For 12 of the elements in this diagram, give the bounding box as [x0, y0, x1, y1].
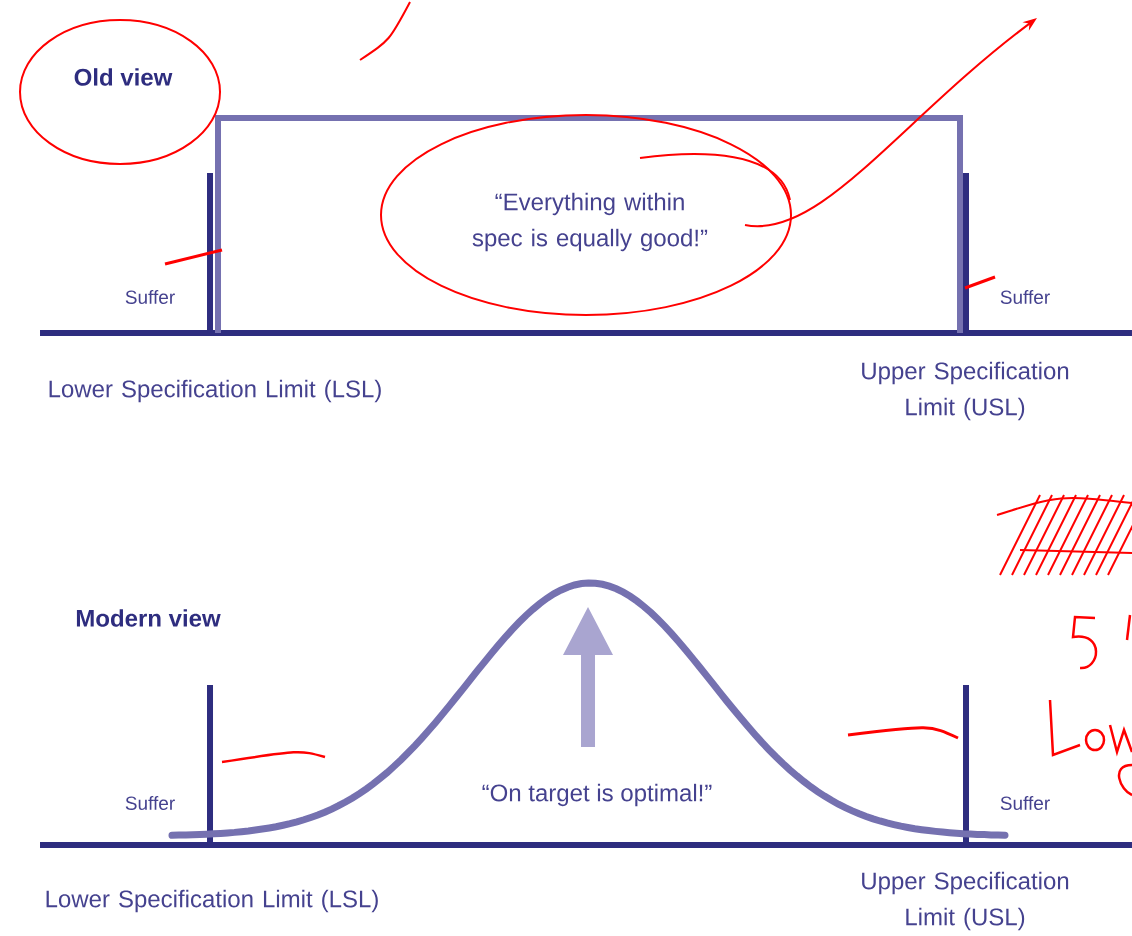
section-heading: Old view — [74, 68, 173, 86]
limit-label: Upper Specification Limit (USL) — [862, 871, 1069, 931]
quote-text: “Everything within spec is equally good!” — [472, 192, 708, 252]
limit-label: Upper Specification Limit (USL) — [862, 361, 1069, 421]
zone-label: Suffer — [1000, 796, 1050, 810]
zone-label: Suffer — [125, 290, 175, 304]
quote-text: “On target is optimal!” — [482, 783, 712, 807]
limit-label: Lower Specification Limit (LSL) — [46, 889, 378, 913]
section-heading: Modern view — [76, 609, 221, 627]
limit-label: Lower Specification Limit (LSL) — [49, 379, 381, 403]
zone-label: Suffer — [1000, 290, 1050, 304]
zone-label: Suffer — [125, 796, 175, 810]
